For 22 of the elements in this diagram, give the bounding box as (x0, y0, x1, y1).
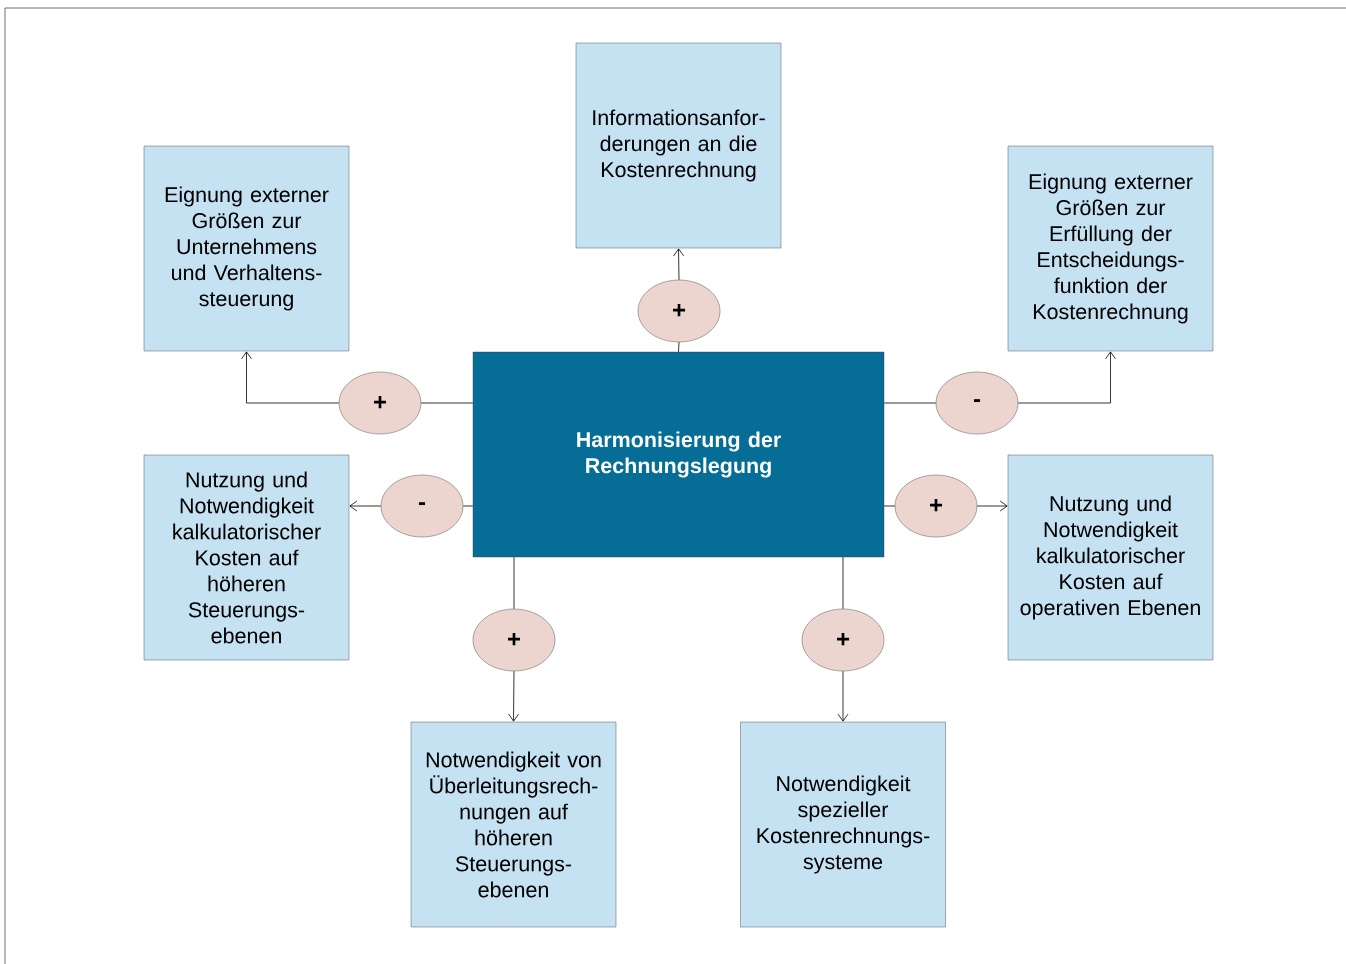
arrow (837, 670, 849, 722)
connector-line (883, 505, 896, 507)
connector-line (420, 402, 474, 404)
arrow (508, 670, 519, 722)
topic-box: Eignung externer Größen zur Unternehmens und Verhaltens- steuerung (143, 145, 350, 352)
topic-box: Nutzung und Notwendigkeit kalkulatorischer Kosten auf operativen Ebenen (1007, 454, 1214, 661)
topic-box: Notwendigkeit von Überleitungsrech- nungen auf höheren Steuerungs- ebenen (410, 721, 617, 928)
arrow (1017, 351, 1116, 404)
topic-box: Eignung externer Größen zur Erfüllung der Entscheidungs- funktion der Kostenrechnung (1007, 145, 1214, 352)
connector-line (678, 341, 680, 353)
connector-line (513, 556, 515, 610)
central-box: Harmonisierung der Rechnungslegung (472, 351, 885, 558)
arrow (349, 500, 382, 512)
connector-line (462, 505, 474, 507)
arrow (976, 500, 1008, 512)
arrow (673, 248, 685, 281)
topic-box: Notwendigkeit spezieller Kostenrechnungs- systeme (740, 721, 946, 928)
arrow (241, 351, 340, 404)
connector-line (842, 556, 844, 610)
topic-box: Informationsanfor- derungen an die Kostenrechnung (575, 42, 782, 249)
topic-box: Nutzung und Notwendigkeit kalkulatorischer Kosten auf höheren Steuerungs- ebenen (143, 454, 350, 661)
connector-line (883, 402, 937, 404)
